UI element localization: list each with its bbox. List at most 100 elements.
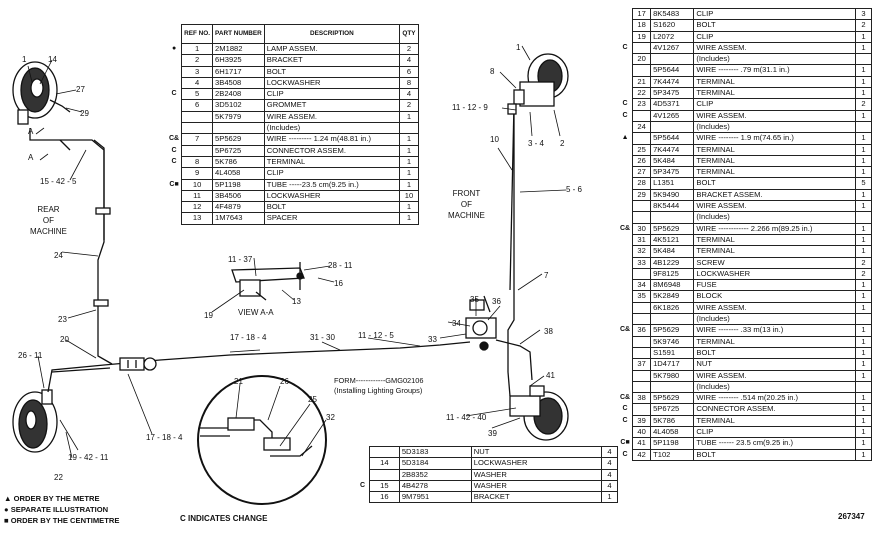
row-mark: C bbox=[171, 146, 177, 154]
row-mark bbox=[356, 469, 370, 480]
row-description: GROMMET bbox=[263, 99, 401, 112]
row-mark bbox=[356, 447, 370, 458]
row-part-number: 5K7979 bbox=[212, 110, 265, 124]
row-mark: C■ bbox=[620, 439, 630, 447]
row-ref: 36 bbox=[632, 324, 652, 337]
row-description: BRACKET ASSEM. bbox=[693, 188, 856, 202]
row-mark: C bbox=[171, 157, 177, 165]
row-qty: 1 bbox=[855, 358, 872, 371]
row-ref: 42 bbox=[632, 448, 652, 461]
row-ref: 25 bbox=[632, 143, 652, 156]
row-mark bbox=[618, 314, 633, 325]
row-description: WIRE --------- 1.24 m(48.81 in.) bbox=[263, 133, 401, 146]
row-qty: 1 bbox=[855, 301, 872, 315]
row-description: WASHER bbox=[470, 468, 603, 481]
row-ref: 37 bbox=[632, 358, 652, 371]
callout: 16 bbox=[334, 279, 343, 288]
row-ref: 11 bbox=[181, 189, 214, 203]
row-description: LOCKWASHER bbox=[263, 189, 401, 203]
row-ref bbox=[181, 110, 214, 124]
rear-lower-lamp bbox=[12, 389, 58, 453]
callout: 41 bbox=[546, 371, 555, 380]
row-ref: 38 bbox=[632, 392, 652, 405]
row-qty: 2 bbox=[855, 256, 872, 269]
row-mark bbox=[167, 77, 182, 88]
row-ref bbox=[632, 132, 652, 145]
row-part-number: 4D5371 bbox=[650, 98, 695, 111]
table-row: (Includes) bbox=[618, 211, 872, 224]
row-mark bbox=[356, 492, 370, 503]
row-qty: 1 bbox=[855, 75, 872, 89]
row-ref: 10 bbox=[181, 178, 214, 191]
table-row: 24(Includes) bbox=[618, 120, 872, 134]
row-part-number: 7K4474 bbox=[650, 143, 695, 156]
row-part-number: 5P5644 bbox=[650, 132, 695, 145]
callout: 1 bbox=[22, 55, 27, 64]
row-description: TERMINAL bbox=[693, 143, 856, 156]
change-note: C INDICATES CHANGE bbox=[180, 514, 268, 523]
row-mark bbox=[618, 291, 633, 302]
row-part-number: 6K1826 bbox=[650, 301, 695, 315]
row-part-number: 5K484 bbox=[650, 245, 695, 258]
row-ref bbox=[369, 468, 400, 481]
callout: 11 - 12 - 9 bbox=[452, 103, 488, 112]
row-part-number: 7K4474 bbox=[650, 75, 695, 89]
fuse-block bbox=[465, 295, 497, 351]
callout: 35 bbox=[470, 295, 479, 304]
row-part-number: 5K2849 bbox=[650, 290, 695, 303]
row-ref: 30 bbox=[632, 222, 652, 235]
row-ref: 5 bbox=[181, 88, 214, 101]
row-part-number: 5D3184 bbox=[398, 457, 472, 470]
row-description: BLOCK bbox=[693, 290, 856, 303]
row-qty: 4 bbox=[399, 88, 419, 101]
row-part-number: 5K786 bbox=[212, 155, 265, 169]
row-part-number: 8M6948 bbox=[650, 279, 695, 292]
callout: 11 - 42 - 40 bbox=[446, 413, 487, 422]
view-aa-bracket bbox=[231, 262, 305, 301]
form-label: FORM------------GMG02106 bbox=[334, 376, 424, 385]
row-description: WIRE ASSEM. bbox=[693, 301, 856, 315]
callout: 20 bbox=[60, 335, 69, 344]
row-part-number: 5P5629 bbox=[650, 222, 695, 235]
row-description: WIRE -------- .79 m(31.1 in.) bbox=[693, 64, 856, 77]
callout: 34 bbox=[452, 319, 461, 328]
row-mark: ● bbox=[171, 45, 177, 52]
row-ref: 26 bbox=[632, 154, 652, 168]
row-description: BOLT bbox=[693, 448, 856, 461]
row-mark bbox=[618, 370, 633, 381]
callout: 5 - 6 bbox=[566, 185, 583, 194]
row-qty: 1 bbox=[399, 144, 419, 157]
row-qty: 2 bbox=[399, 99, 419, 112]
row-mark bbox=[167, 123, 182, 134]
callout: 11 - 37 bbox=[228, 255, 253, 264]
callout: 15 - 42 - 5 bbox=[40, 177, 77, 186]
row-description: WIRE ASSEM. bbox=[693, 109, 856, 122]
row-mark bbox=[167, 100, 182, 111]
row-part-number: 8K5444 bbox=[650, 200, 695, 213]
callout: 38 bbox=[544, 327, 553, 336]
row-part-number: 1D4717 bbox=[650, 358, 695, 371]
row-qty bbox=[855, 53, 872, 66]
front-line: MACHINE bbox=[448, 211, 485, 220]
rear-upper-lamp bbox=[12, 61, 71, 125]
legend-metre: ▲ ORDER BY THE METRE bbox=[4, 494, 100, 503]
row-part-number: 1M7643 bbox=[212, 212, 265, 225]
row-mark bbox=[618, 144, 633, 155]
callout: 17 - 18 - 4 bbox=[146, 433, 183, 442]
row-description: BRACKET bbox=[263, 54, 401, 67]
row-ref bbox=[369, 445, 400, 459]
table-row: (Includes) bbox=[167, 122, 419, 135]
row-mark bbox=[167, 190, 182, 201]
row-mark bbox=[618, 155, 633, 166]
row-mark bbox=[167, 202, 182, 213]
